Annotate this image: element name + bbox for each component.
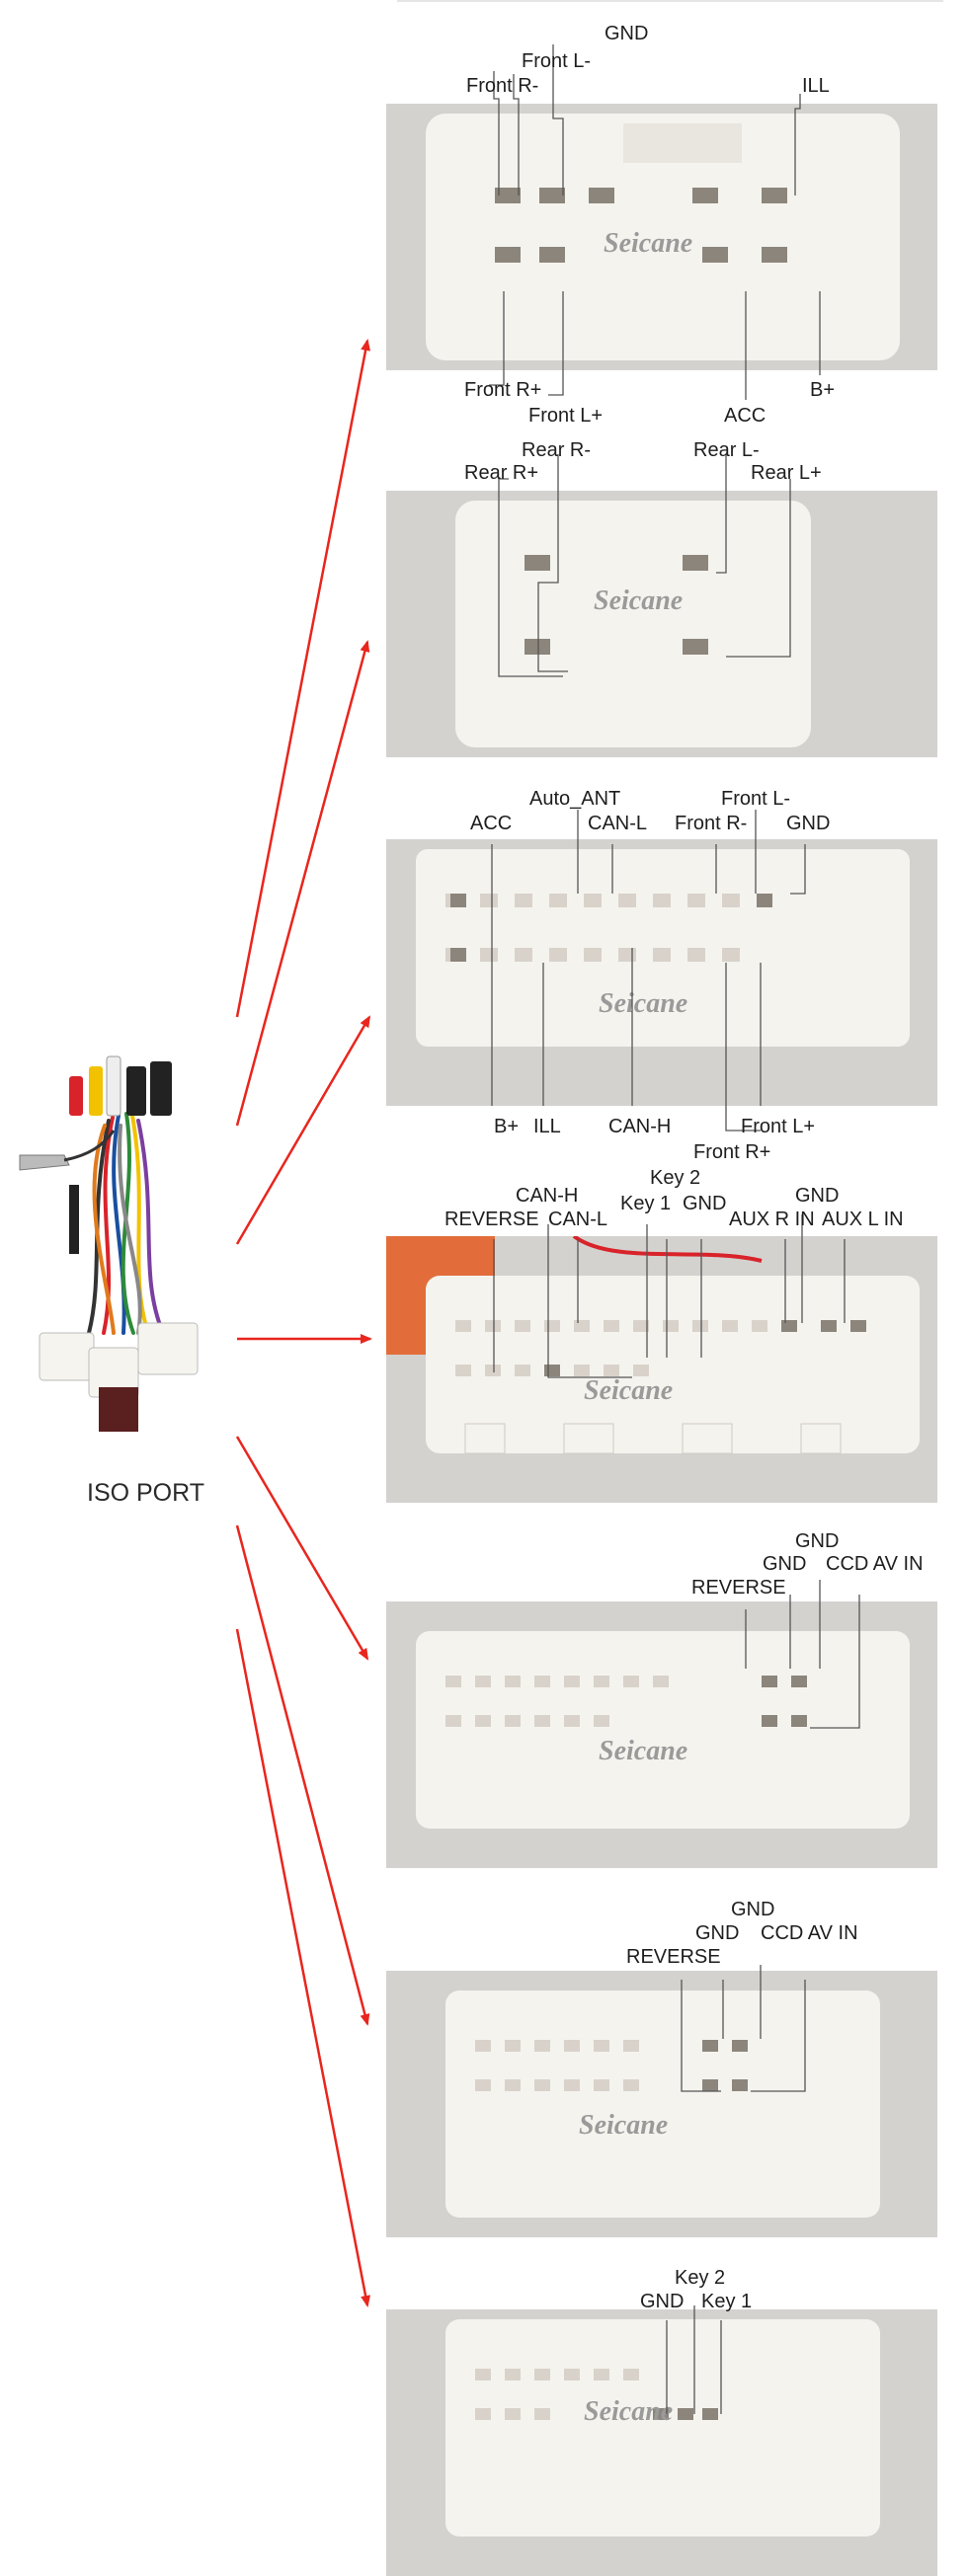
seicane-watermark: Seicane [594, 585, 683, 616]
label-gnd-top: GND [795, 1530, 840, 1552]
label-gnd: GND [640, 2291, 685, 2312]
label-rear-r-minus: Rear R- [522, 439, 592, 461]
rca-plug-yellow [89, 1066, 103, 1116]
arrow-to-connector-7 [235, 1628, 371, 2307]
label-ill: ILL [802, 75, 830, 97]
label-b-plus: B+ [810, 379, 836, 401]
label-auto-ant: Auto_ANT [529, 788, 621, 810]
label-can-h: CAN-H [608, 1116, 672, 1137]
antenna-plug [19, 1154, 70, 1171]
label-gnd-top: GND [731, 1899, 775, 1920]
label-front-r-plus: Front R+ [464, 379, 542, 401]
iso-connector [137, 1322, 199, 1375]
label-gnd: GND [795, 1185, 840, 1207]
label-gnd: GND [695, 1922, 740, 1944]
rca-plug-red [69, 1076, 83, 1116]
label-key1: Key 1 [701, 2291, 753, 2312]
label-reverse: REVERSE [626, 1946, 721, 1968]
connector-photo-4: Seicane [386, 1236, 937, 1503]
label-ccd-av-in: CCD AV IN [761, 1922, 858, 1944]
seicane-watermark: Seicane [584, 1375, 673, 1406]
seicane-watermark: Seicane [584, 2396, 673, 2427]
label-gnd: GND [786, 813, 831, 834]
label-rear-l-plus: Rear L+ [751, 462, 822, 484]
label-rear-r-plus: Rear R+ [464, 462, 539, 484]
label-key1: Key 1 [620, 1193, 672, 1214]
label-key2: Key 2 [650, 1167, 701, 1189]
label-rear-l-minus: Rear L- [693, 439, 760, 461]
label-front-l-minus: Front L- [721, 788, 791, 810]
label-can-h: CAN-H [516, 1185, 579, 1207]
arrow-to-connector-6 [235, 1524, 370, 2026]
top-divider [397, 0, 943, 2]
label-reverse: REVERSE [691, 1577, 786, 1599]
connector-photo-6: Seicane [386, 1971, 937, 2237]
connector-photo-2: Seicane [386, 491, 937, 757]
rca-plug-white [106, 1055, 121, 1117]
seicane-watermark: Seicane [599, 988, 687, 1019]
seicane-watermark: Seicane [599, 1736, 687, 1766]
label-can-l: CAN-L [588, 813, 648, 834]
label-key2: Key 2 [675, 2267, 726, 2289]
label-b-plus: B+ [494, 1116, 520, 1137]
label-reverse: REVERSE [444, 1209, 539, 1230]
label-ill: ILL [533, 1116, 561, 1137]
label-gnd: GND [763, 1553, 807, 1575]
label-can-l: CAN-L [548, 1209, 608, 1230]
label-front-l-plus: Front L+ [528, 405, 604, 427]
fuse-holder [69, 1185, 79, 1254]
label-acc: ACC [724, 405, 766, 427]
iso-connector-base [99, 1387, 138, 1432]
label-front-r-minus: Front R- [675, 813, 748, 834]
connector-plug-black [150, 1061, 172, 1116]
label-front-l-minus: Front L- [522, 50, 592, 72]
label-aux-l-in: AUX L IN [822, 1209, 904, 1230]
arrow-to-connector-3 [235, 1015, 371, 1245]
seicane-watermark: Seicane [604, 228, 692, 259]
label-gnd: GND [683, 1193, 727, 1214]
connector-photo-3: Seicane [386, 839, 937, 1106]
seicane-watermark: Seicane [579, 2110, 668, 2141]
label-ccd-av-in: CCD AV IN [826, 1553, 924, 1575]
connector-plug-black [126, 1066, 146, 1116]
arrow-to-connector-2 [235, 640, 370, 1127]
arrow-to-connector-5 [235, 1436, 369, 1661]
connector-photo-7: Seicane [386, 2309, 937, 2576]
connector-photo-1: Seicane [386, 104, 937, 370]
connector-photo-5: Seicane [386, 1601, 937, 1868]
arrow-to-connector-1 [235, 339, 371, 1018]
label-front-l-plus: Front L+ [741, 1116, 816, 1137]
iso-port-label: ISO PORT [87, 1479, 205, 1507]
label-gnd: GND [605, 23, 649, 44]
label-aux-r-in: AUX R IN [729, 1209, 815, 1230]
label-acc: ACC [470, 813, 513, 834]
label-front-r-plus: Front R+ [693, 1141, 771, 1163]
label-front-r-minus: Front R- [466, 75, 539, 97]
iso-harness-image [19, 1055, 199, 1432]
